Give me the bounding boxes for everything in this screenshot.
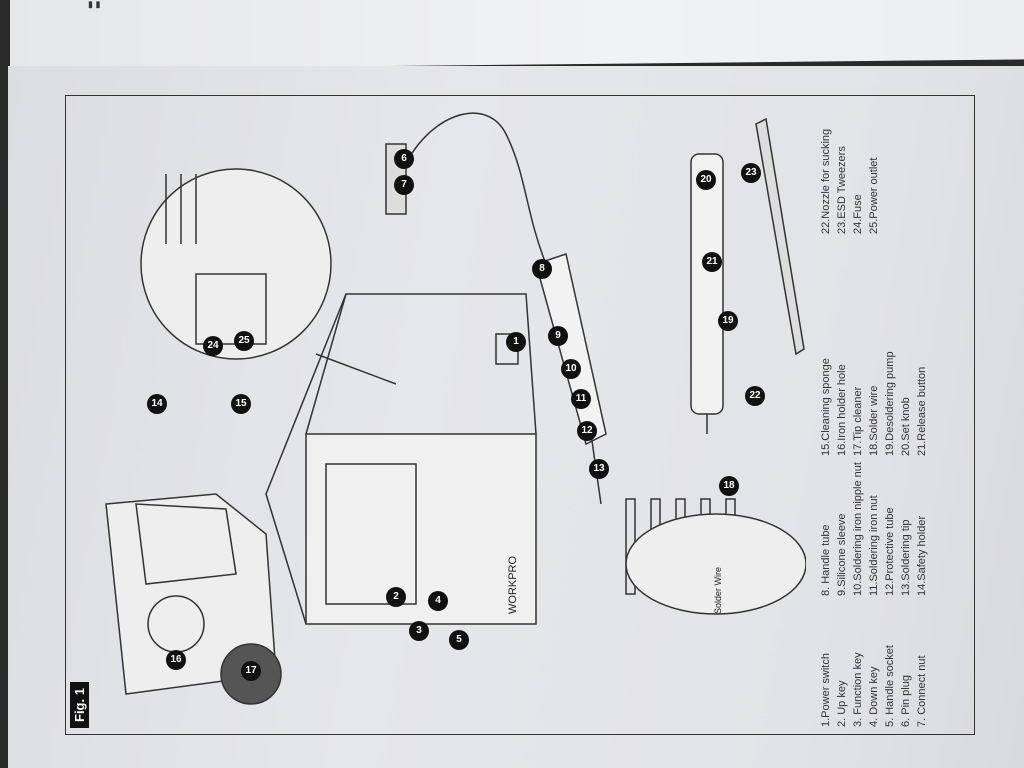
soldering-station-drawing: WORKPRO [265,293,537,625]
solder-wire-drawing: Solder Wire [625,513,806,615]
legend-item: 5. Handle socket [884,645,896,727]
previous-page: ▮ ▮ [10,0,1024,71]
legend-item: 8. Handle tube [820,524,832,596]
callout-18: 18 [719,476,739,496]
legend-item: 25.Power outlet [868,157,880,234]
callout-10: 10 [561,359,581,379]
legend-item: 14.Safety holder [916,515,928,596]
callout-24: 24 [203,336,223,356]
legend-item: 24.Fuse [852,194,864,234]
legend-item: 19.Desoldering pump [884,351,896,456]
legend-item: 18.Solder wire [868,385,880,456]
legend-item: 17.Tip cleaner [852,386,864,456]
legend-item: 23.ESD Tweezers [836,146,848,234]
callout-17: 17 [241,661,261,681]
legend-column-4: 22.Nozzle for sucking 23.ESD Tweezers 24… [818,129,882,234]
legend-item: 7. Connect nut [916,655,928,727]
legend-item: 4. Down key [868,666,880,727]
legend-item: 9.Silicone sleeve [836,513,848,596]
callout-11: 11 [571,389,591,409]
callout-12: 12 [577,421,597,441]
parts-diagram: WORKPRO Solder Wire [105,112,806,705]
callout-14: 14 [147,394,167,414]
legend-item: 11.Soldering iron nut [868,495,880,596]
legend-item: 2. Up key [836,680,848,727]
legend-column-3: 15.Cleaning sponge 16.Iron holder hole 1… [818,351,930,456]
callout-7: 7 [394,175,414,195]
legend-column-2: 8. Handle tube 9.Silicone sleeve 10.Sold… [818,462,930,596]
callout-15: 15 [231,394,251,414]
callout-3: 3 [409,621,429,641]
callout-6: 6 [394,149,414,169]
callout-25: 25 [234,331,254,351]
svg-text:Solder Wire: Solder Wire [713,567,723,614]
svg-text:WORKPRO: WORKPRO [507,556,519,615]
legend-item: 21.Release button [916,366,928,456]
legend-item: 20.Set knob [900,397,912,456]
legend-item: 16.Iron holder hole [836,364,848,456]
callout-16: 16 [166,650,186,670]
legend-column-1: 1.Power switch 2. Up key 3. Function key… [818,645,930,727]
callout-9: 9 [548,326,568,346]
callout-19: 19 [718,311,738,331]
legend-item: 12.Protective tube [884,507,896,596]
legend-item: 13.Soldering tip [900,519,912,596]
callout-22: 22 [745,386,765,406]
previous-page-text-fragment: ▮ ▮ [88,0,101,10]
legend-item: 22.Nozzle for sucking [820,128,832,234]
legend-item: 10.Soldering iron nipple nut [852,462,864,596]
legend-item: 3. Function key [852,652,864,727]
callout-1: 1 [506,332,526,352]
figure-frame: Fig. 1 WORKPRO [65,95,975,735]
legend-item: 1.Power switch [820,653,832,727]
callout-23: 23 [741,163,761,183]
parts-legend: 1.Power switch 2. Up key 3. Function key… [818,94,928,734]
callout-13: 13 [589,459,609,479]
legend-item: 15.Cleaning sponge [820,358,832,456]
callout-20: 20 [696,170,716,190]
callout-2: 2 [386,587,406,607]
callout-8: 8 [532,259,552,279]
callout-21: 21 [702,252,722,272]
legend-item: 6. Pin plug [900,675,912,727]
esd-tweezers-drawing [755,117,805,356]
desoldering-pump-drawing [690,153,724,434]
callout-4: 4 [428,591,448,611]
fuse-outlet-detail [140,168,397,385]
callout-5: 5 [449,630,469,650]
